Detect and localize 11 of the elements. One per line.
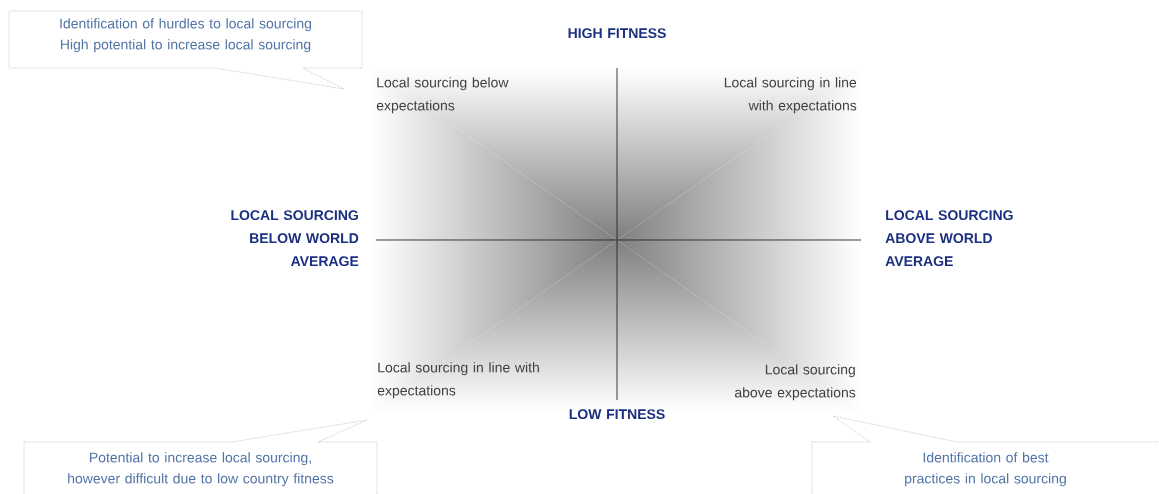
- quadrant-label: Local sourcing in line with expectations: [377, 362, 539, 399]
- axis-label: LOCAL SOURCING ABOVE WORLD AVERAGE: [885, 210, 1013, 267]
- callout-bubble: Potential to increase local sourcing, however difficult due to low country fitness: [23, 419, 378, 494]
- callout-bubble: Identification of best practices in local sourcing: [811, 415, 1159, 494]
- quadrant-label: Local sourcing below expectations: [376, 77, 509, 114]
- quadrant-label: Local sourcing in line with expectations: [724, 77, 857, 114]
- axis-label: LOW FITNESS: [569, 409, 665, 420]
- quadrant-label: Local sourcing above expectations: [735, 364, 856, 401]
- axis-label: LOCAL SOURCING BELOW WORLD AVERAGE: [231, 210, 359, 267]
- callout-bubble: Identification of hurdles to local sourcing High potential to increase local sourcing: [8, 10, 363, 90]
- axis-label: HIGH FITNESS: [568, 28, 666, 39]
